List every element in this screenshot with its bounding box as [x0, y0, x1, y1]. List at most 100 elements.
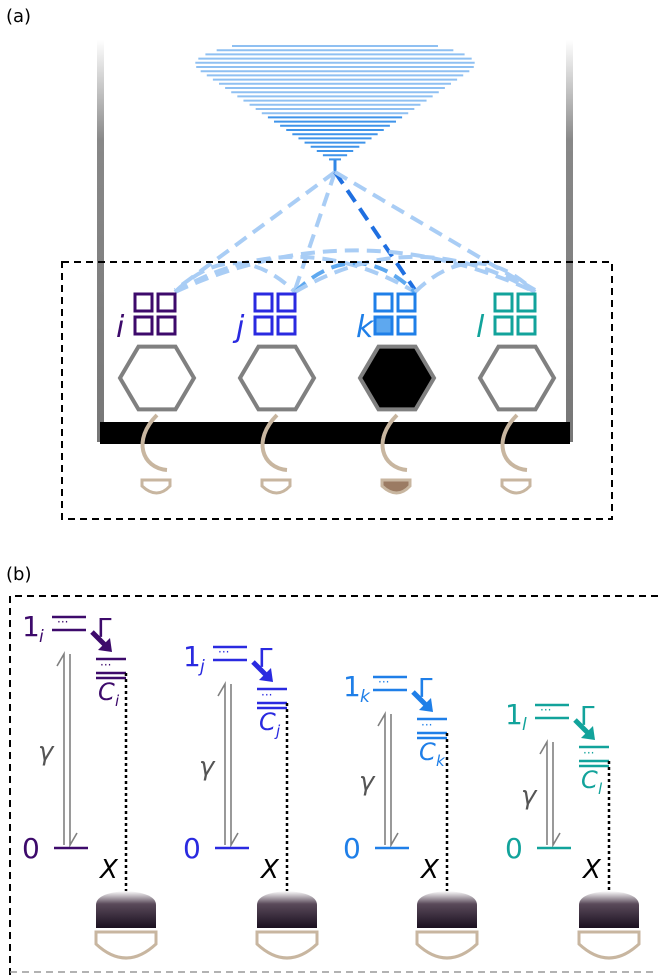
qubit-node-l: l	[476, 292, 557, 495]
excited-sub: k	[360, 687, 371, 707]
ground-label: 0	[183, 832, 201, 865]
wave-packet	[195, 45, 475, 172]
cross-symbol: X	[419, 855, 440, 885]
excited-sub: l	[522, 715, 527, 735]
register-cell	[156, 315, 177, 336]
hexagon	[117, 344, 197, 412]
node-label: i	[116, 310, 125, 345]
beam-line	[293, 171, 337, 291]
register-cell	[276, 315, 297, 336]
panel-b-label: (b)	[6, 564, 31, 585]
detector-body	[257, 891, 317, 928]
interaction-lines	[173, 170, 537, 294]
base-bar	[100, 422, 570, 444]
detector	[380, 478, 412, 495]
detector-cup	[415, 930, 479, 960]
excited-sub: i	[39, 627, 44, 647]
excited-label: 1	[22, 610, 40, 643]
excited-dots: ···	[57, 615, 68, 629]
detector-cup	[577, 930, 641, 960]
register-cell	[396, 315, 417, 336]
excited-label: 1	[505, 698, 523, 731]
ground-label: 0	[505, 832, 523, 865]
register-cell	[253, 315, 274, 336]
pump-arrow-up	[217, 681, 226, 845]
decay-arrow	[411, 690, 429, 708]
decay-arrow	[90, 630, 108, 648]
cross-symbol: X	[98, 855, 119, 885]
cavity-sub: j	[274, 722, 281, 740]
panel-b-dashed-box	[9, 595, 658, 975]
register-cell	[516, 315, 537, 336]
node-label: l	[476, 310, 485, 345]
register-cell	[253, 292, 274, 313]
detector	[260, 478, 292, 495]
pump-arrow-up	[56, 651, 65, 845]
coupling-arc	[174, 248, 536, 294]
beam-line	[333, 170, 537, 292]
pump-arrow-down	[390, 714, 399, 848]
pump-symbol: γ	[38, 737, 55, 767]
coupling-arc	[173, 261, 297, 294]
cross-symbol: X	[259, 855, 280, 885]
qubit-node-k: k	[356, 292, 437, 495]
coupling-arc	[413, 261, 537, 294]
fiber	[500, 413, 528, 472]
cavity-sub: i	[115, 692, 120, 710]
detector-cup	[255, 930, 319, 960]
ground-label: 0	[343, 832, 361, 865]
coupling-arc	[293, 261, 417, 294]
hexagon	[357, 344, 437, 412]
decay-arrowhead	[581, 726, 595, 740]
register-cell	[373, 315, 394, 336]
decay-arrowhead	[259, 668, 273, 682]
cavity-dots: ···	[261, 688, 272, 702]
pump-symbol: γ	[199, 752, 216, 782]
node-label: k	[356, 310, 375, 345]
ground-label: 0	[22, 832, 40, 865]
decay-arrowhead	[98, 638, 112, 652]
qubit-node-i: i	[116, 292, 197, 495]
detector	[140, 478, 172, 495]
cell-walls	[97, 40, 573, 442]
hexagon	[237, 344, 317, 412]
cavity-label: C	[259, 708, 276, 736]
pump-arrow-down	[69, 654, 78, 848]
cavity-sub: k	[436, 752, 446, 770]
decay-symbol: Γ	[258, 644, 273, 674]
cavity-dots: ···	[583, 746, 594, 760]
register-cell	[156, 292, 177, 313]
decay-arrow	[251, 660, 269, 678]
decay-symbol: Γ	[97, 614, 112, 644]
pump-arrow-up	[377, 711, 386, 845]
fiber	[140, 413, 168, 472]
cavity-label: C	[98, 678, 115, 706]
excited-dots: ···	[540, 703, 551, 717]
pump-arrow-down	[230, 684, 239, 848]
fiber	[260, 413, 288, 472]
register-cell	[493, 292, 514, 313]
decay-symbol: Γ	[418, 674, 433, 704]
excited-sub: j	[198, 657, 205, 677]
register-cell	[133, 292, 154, 313]
coupling-arc	[293, 254, 537, 294]
coupling-arc	[173, 254, 417, 294]
detector	[500, 478, 532, 495]
cavity-sub: l	[598, 780, 603, 798]
detector-body	[96, 891, 156, 928]
cavity-dots: ···	[100, 658, 111, 672]
pump-arrow-up	[539, 739, 548, 845]
register-cell	[133, 315, 154, 336]
detector-cup	[94, 930, 158, 960]
register-cell	[396, 292, 417, 313]
detector-body	[579, 891, 639, 928]
register-cell	[276, 292, 297, 313]
cavity-dots: ···	[421, 718, 432, 732]
excited-dots: ···	[378, 675, 389, 689]
register-cell	[493, 315, 514, 336]
